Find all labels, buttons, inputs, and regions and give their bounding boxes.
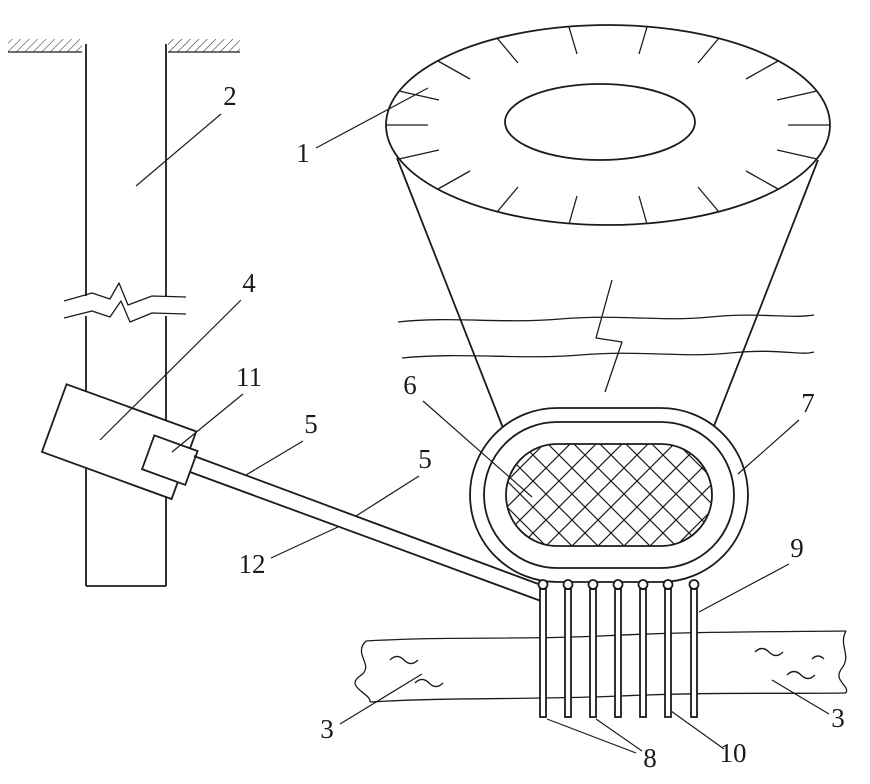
leader-line-8b <box>595 718 643 752</box>
label-11: 11 <box>236 362 262 392</box>
label-4: 4 <box>242 268 256 298</box>
anchor-pin <box>587 579 599 718</box>
cone-break-lower <box>401 350 815 359</box>
pin-head <box>612 579 624 590</box>
soil-hatch-right <box>168 39 240 52</box>
shaft-break-upper <box>63 282 187 306</box>
anchor-pin <box>637 579 649 718</box>
reference-labels: 1 2 4 11 5 5 12 6 7 9 3 3 8 10 <box>223 81 845 773</box>
ground-band <box>354 630 848 703</box>
label-5a: 5 <box>304 409 318 439</box>
collar-assembly <box>469 407 749 583</box>
leader-line-10 <box>670 710 725 750</box>
leader-line-7 <box>737 419 800 475</box>
pin-head <box>662 579 674 590</box>
label-2: 2 <box>223 81 237 111</box>
cone-side-right <box>713 159 819 427</box>
leader-lines <box>99 87 830 754</box>
leader-line-8a <box>546 718 637 754</box>
leader-line-2 <box>135 113 222 187</box>
soil-hatch-left <box>8 39 82 52</box>
cone-mouth-ellipse <box>504 83 696 161</box>
pin-head <box>688 579 700 590</box>
band-squiggle <box>754 647 784 657</box>
band-squiggle <box>786 670 816 680</box>
label-12: 12 <box>239 549 266 579</box>
leader-line-4 <box>99 299 242 441</box>
pin-head <box>537 579 549 590</box>
band-squiggle <box>389 655 419 665</box>
anchor-pin <box>688 579 700 718</box>
leader-line-9 <box>698 563 790 613</box>
pin-head <box>562 579 574 590</box>
anchor-pin <box>662 579 674 718</box>
collar-inner-ring <box>483 421 735 569</box>
pin-head <box>637 579 649 590</box>
borehole-shaft <box>63 44 187 587</box>
leader-line-12 <box>270 526 339 559</box>
band-left-end <box>354 640 371 703</box>
anchor-pin-row <box>537 579 700 718</box>
cone-top-rim <box>385 24 831 226</box>
shaft-break-lower <box>63 300 187 323</box>
anchor-pin <box>612 579 624 718</box>
label-5b: 5 <box>418 444 432 474</box>
anchor-pin <box>562 579 574 718</box>
band-squiggle <box>414 678 444 688</box>
label-6: 6 <box>403 370 417 400</box>
leader-line-5a <box>245 440 304 476</box>
label-3-left: 3 <box>320 714 334 744</box>
shaft-break-mask <box>83 296 169 316</box>
label-1: 1 <box>296 138 310 168</box>
rim-radial-ticks <box>386 26 830 225</box>
label-10: 10 <box>720 738 747 768</box>
anchor-pin <box>537 579 549 718</box>
ground-surface-hatching <box>8 39 240 53</box>
band-bottom-edge <box>369 692 847 703</box>
band-top-edge <box>365 630 847 642</box>
leader-line-5b <box>355 475 420 517</box>
cone-break-symbol <box>397 279 815 393</box>
leader-line-1 <box>315 87 429 149</box>
leader-line-3-right <box>771 679 830 715</box>
label-7: 7 <box>801 388 815 418</box>
label-3-right: 3 <box>831 703 845 733</box>
pin-head <box>587 579 599 590</box>
cone-break-zigzag <box>595 279 623 393</box>
cable-conduit <box>189 455 542 602</box>
instrument-box-group <box>40 383 199 501</box>
leader-line-3-left <box>339 673 423 725</box>
label-8: 8 <box>643 743 657 773</box>
band-squiggle <box>811 655 825 660</box>
cone-side-left <box>396 157 504 429</box>
funnel-cone <box>385 24 831 429</box>
conduit-upper-line <box>193 455 542 586</box>
band-right-end <box>838 630 848 694</box>
conduit-lower-line <box>189 471 542 602</box>
cone-break-upper <box>397 314 815 323</box>
connector-box <box>140 434 199 487</box>
mesh-core <box>505 443 713 547</box>
label-9: 9 <box>790 533 804 563</box>
leader-line-6 <box>422 400 533 498</box>
leader-line-11 <box>171 393 244 453</box>
